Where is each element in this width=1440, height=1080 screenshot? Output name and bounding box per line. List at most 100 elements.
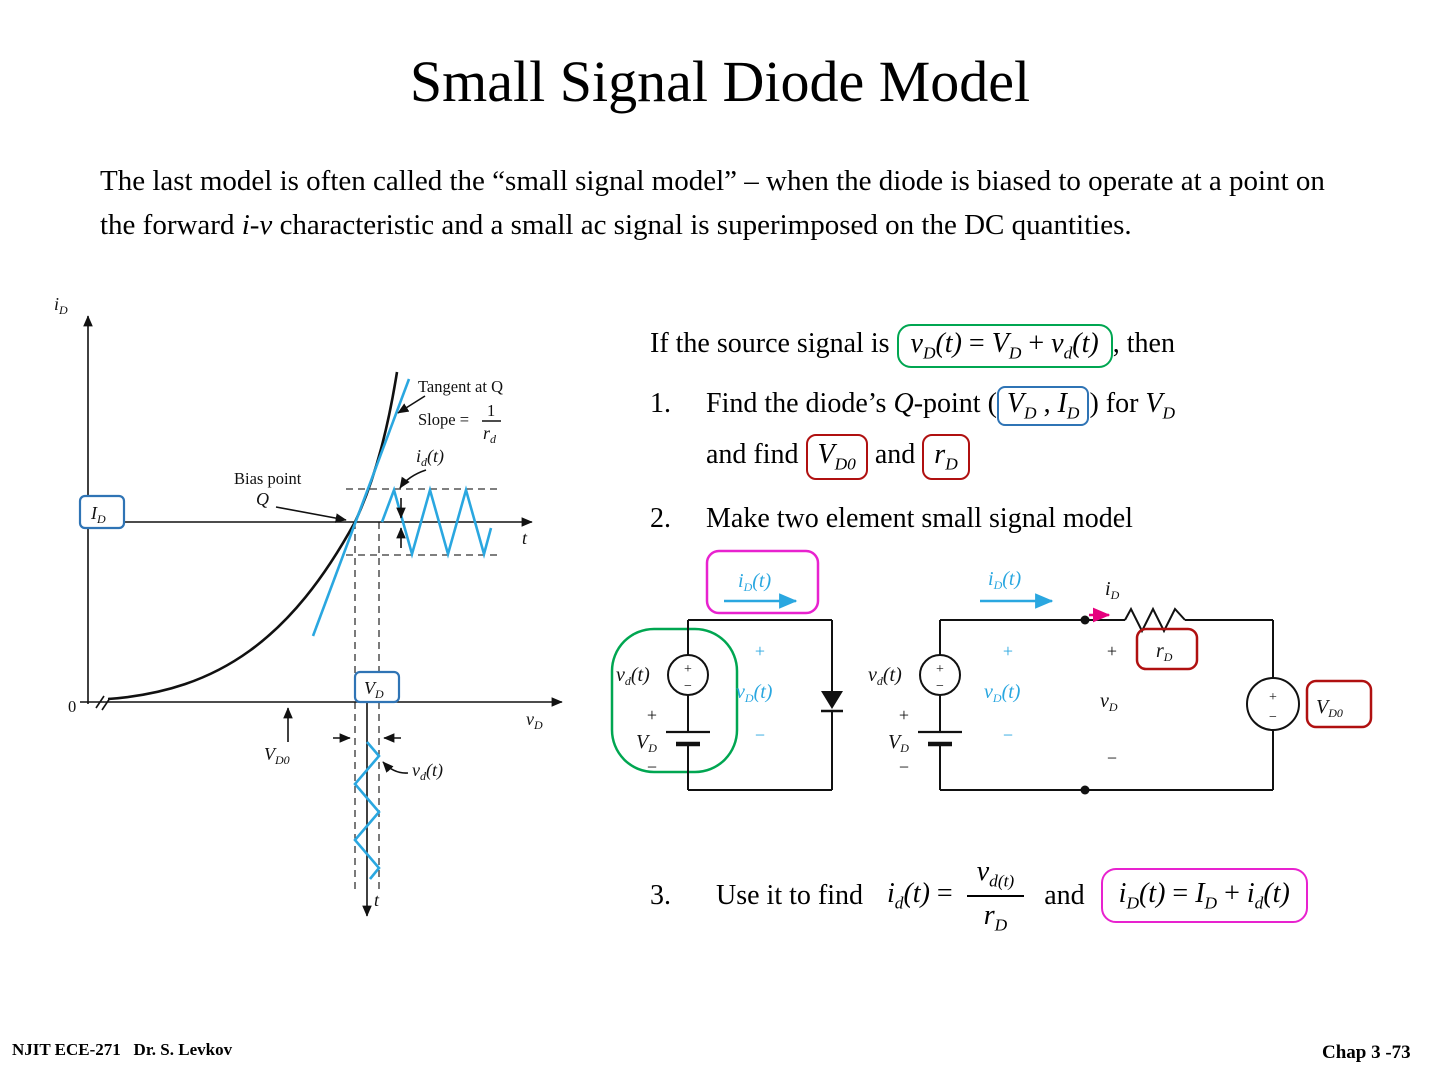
vd0-label-circuit: VD0: [1316, 696, 1343, 720]
slope-fraction-denominator: rd: [483, 423, 497, 446]
source-line-suffix: , then: [1112, 328, 1175, 359]
left-circuit: iD(t) + − vd(t) + VD − + vD(t) −: [610, 549, 843, 791]
step-3-number: 3.: [650, 879, 671, 911]
vd-battery-minus: −: [647, 757, 657, 777]
tangent-label: Tangent at Q: [418, 377, 503, 396]
origin-label: 0: [68, 697, 76, 716]
small-signal-circuits-figure: iD(t) + − vd(t) + VD − + vD(t) −: [610, 549, 1373, 795]
source-branch-highlight: [610, 627, 739, 774]
vdt-plus: +: [755, 641, 765, 661]
vd-label: vD: [1100, 690, 1118, 714]
source-minus: −: [684, 679, 692, 694]
result-equation-box: iD(t) = ID + id(t): [1100, 867, 1308, 924]
vd-battery-label-right: VD: [888, 731, 909, 755]
intro-iv-italic: i-v: [241, 208, 273, 241]
id-label: iD: [1105, 578, 1120, 602]
vd0-label: VD0: [264, 744, 290, 767]
vd-battery-plus: +: [647, 705, 657, 725]
tangent-line: [311, 378, 411, 637]
page-title: Small Signal Diode Model: [409, 49, 1031, 114]
vdt-minus: −: [755, 725, 765, 745]
vd-battery-minus-right: −: [899, 757, 909, 777]
intro-paragraph: The last model is often called the “smal…: [100, 160, 1350, 247]
vd-battery-plus-right: +: [899, 705, 909, 725]
fraction-denominator: rD: [983, 899, 1008, 935]
step-3-and: and: [1044, 879, 1085, 911]
vd-waveform: [353, 741, 381, 880]
fraction: vd(t)rD: [966, 856, 1025, 935]
graph-dashed-projections: [346, 488, 502, 892]
right-circuit: iD(t) + − vd(t) + VD − iD rD: [868, 568, 1373, 795]
source-plus-right: +: [936, 662, 944, 677]
vd-battery-label: VD: [636, 731, 657, 755]
step-1-text-3: ) for: [1089, 388, 1146, 419]
vd0-plus: +: [1269, 690, 1277, 705]
source-equation-box: vD(t) = VD + vd(t): [896, 324, 1113, 368]
vd0-minus: −: [1269, 710, 1277, 725]
qpoint-box: VD , ID: [996, 386, 1090, 426]
step-3-text: Use it to find: [716, 879, 863, 911]
idt-label: iD(t): [738, 570, 771, 594]
rd-label: rD: [1156, 640, 1173, 664]
resistor-symbol: [1124, 606, 1186, 634]
footer-chapter: Chap 3 -73: [1322, 1042, 1411, 1063]
slope-fraction-numerator: 1: [487, 401, 495, 420]
vdt-minus-right: −: [1003, 725, 1013, 745]
step-1-text-1: Find the diode’s: [706, 388, 894, 419]
svg-text:VD: VD: [364, 678, 384, 701]
iv-characteristic-figure: iD vD 0 t t Tangent at Q Slope = 1 rd Bi…: [54, 294, 563, 917]
graph-annotation-arrows: [275, 395, 427, 774]
svg-text:ID: ID: [90, 503, 106, 526]
intro-text-1: The last model is often called the “smal…: [100, 165, 1325, 241]
t-axis-bottom-label: t: [374, 890, 380, 910]
step-2-number: 2.: [650, 503, 671, 534]
step-1: 1. Find the diode’s Q-point (VD , ID) for…: [650, 386, 1175, 426]
idt-label-right: iD(t): [988, 568, 1021, 592]
step-3: 3. Use it to find id(t) = vd(t)rD and iD…: [650, 856, 1308, 935]
bias-point-label: Bias point: [234, 469, 302, 488]
id-annotation-box: ID: [78, 494, 126, 530]
step-1-q: Q: [893, 388, 914, 419]
step-1-text-2: -point (: [913, 388, 997, 419]
top-node: [1080, 615, 1090, 625]
step-1-vd: VD: [1145, 388, 1176, 423]
source-minus-right: −: [936, 679, 944, 694]
slope-label: Slope =: [418, 410, 469, 429]
y-axis-label: iD: [54, 294, 68, 317]
vd-minus: −: [1107, 748, 1117, 768]
vdt-source-label-right: vd(t): [868, 664, 902, 688]
rd-box: rD: [922, 434, 970, 480]
vd-annotation-box: VD: [353, 670, 401, 704]
vdt-plus-right: +: [1003, 641, 1013, 661]
vd-plus: +: [1107, 641, 1117, 661]
step-1-continuation: and find VD0 and rD: [706, 434, 970, 480]
source-line-prefix: If the source signal is: [650, 328, 897, 359]
vdt-source-label: vd(t): [616, 664, 650, 688]
rd-highlight-box: [1135, 627, 1199, 671]
intro-text-2: characteristic and a small ac signal is …: [272, 208, 1132, 241]
step-1-text-4: and find: [706, 439, 806, 470]
source-signal-line: If the source signal is vD(t) = VD + vd(…: [650, 324, 1175, 368]
vd-wave-label: vd(t): [412, 760, 443, 783]
vd0-highlight-box: [1305, 679, 1373, 729]
diode-curve: [107, 371, 399, 701]
vdt-label-right: vD(t): [984, 681, 1021, 705]
fraction-numerator: vd(t): [966, 856, 1025, 897]
footer-course: NJIT ECE-271 Dr. S. Levkov: [12, 1040, 233, 1059]
x-axis-label: vD: [526, 709, 543, 732]
step-2-text: Make two element small signal model: [706, 503, 1133, 534]
bias-point-q-label: Q: [256, 489, 269, 509]
vd0-box: VD0: [805, 434, 868, 480]
step-3-eq-left: id(t) =: [887, 877, 953, 913]
step-2: 2. Make two element small signal model: [650, 503, 1133, 535]
source-plus: +: [684, 662, 692, 677]
t-axis-right-label: t: [522, 528, 528, 548]
step-1-number: 1.: [650, 388, 671, 419]
step-1-text-5: and: [867, 439, 923, 470]
diode-symbol: [821, 691, 843, 709]
id-wave-label: id(t): [416, 446, 444, 469]
bottom-node: [1080, 785, 1090, 795]
idt-highlight-box: [705, 549, 820, 615]
vdt-label: vD(t): [736, 681, 773, 705]
id-waveform: [380, 485, 493, 559]
